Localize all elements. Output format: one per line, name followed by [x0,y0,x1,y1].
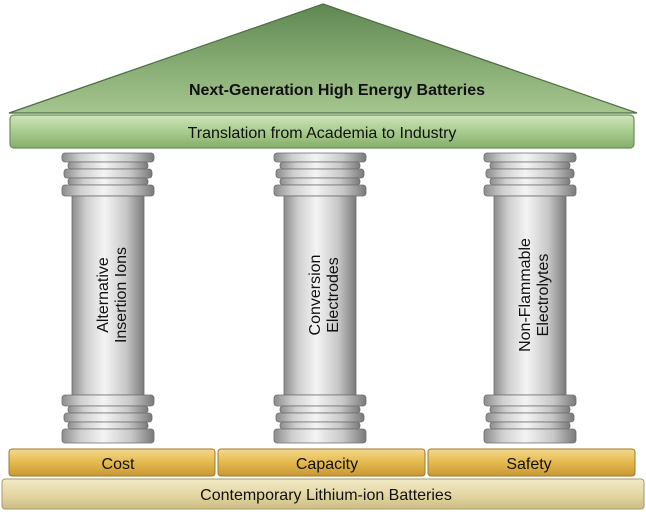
base-block-safety-label: Safety [506,456,551,473]
translation-band-label: Translation from Academia to Industry [188,125,457,142]
base-blocks: Cost Capacity Safety [8,448,636,477]
pillar-2-label-line2: Electrodes [325,257,342,333]
pillar-1-label-line1: Alternative [95,257,112,333]
base-block-cost-label: Cost [102,456,135,473]
base-block-capacity [217,448,426,477]
base-block-safety [427,448,636,477]
base-block-capacity-label: Capacity [296,456,358,473]
pillar-1-label-line2: Insertion Ions [113,247,130,343]
foundation-shape [1,478,645,510]
roof: Next-Generation High Energy Batteries [8,3,638,114]
pillar-3-label-line1: Non-Flammable [517,238,534,352]
translation-band-shape [9,114,635,149]
pillar-3: Non-Flammable Electrolytes [483,152,577,444]
base-block-cost [8,448,216,477]
foundation: Contemporary Lithium-ion Batteries [1,478,645,510]
pillar-1: Alternative Insertion Ions [61,152,155,444]
pillar-2-label-line1: Conversion [307,255,324,336]
foundation-label: Contemporary Lithium-ion Batteries [200,487,452,504]
roof-shape [8,3,638,114]
pillar-2: Conversion Electrodes [273,152,367,444]
pillar-3-label-line2: Electrolytes [535,254,552,337]
roof-title: Next-Generation High Energy Batteries [189,82,485,99]
translation-band: Translation from Academia to Industry [9,114,635,149]
